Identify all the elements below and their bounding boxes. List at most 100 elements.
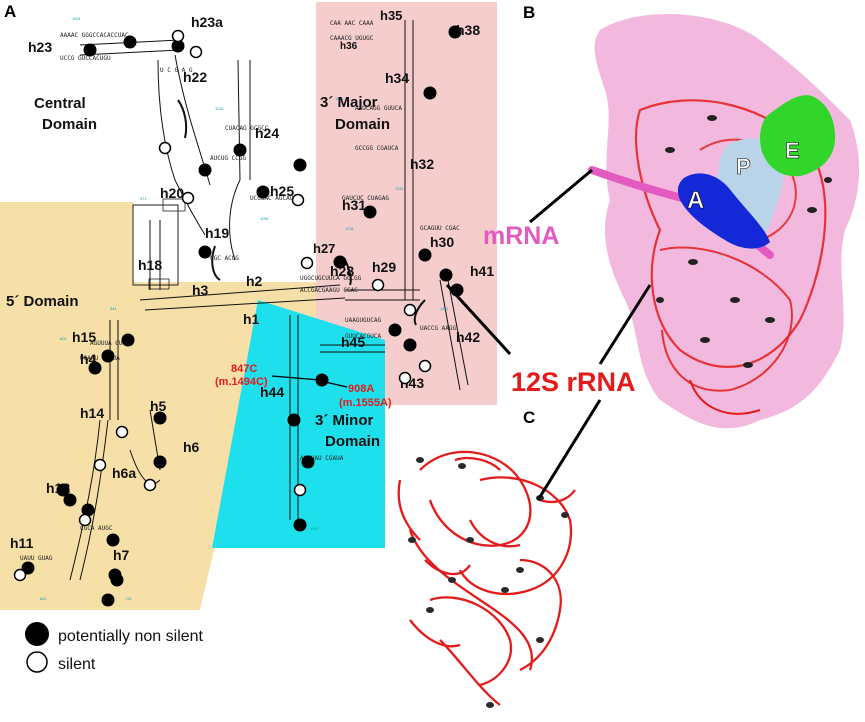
- variant-silent-14: [13, 568, 27, 582]
- rrna-connector-ribosome: [598, 284, 652, 365]
- variant-silent-5: [300, 256, 314, 270]
- helix-label-h42: h42: [456, 329, 480, 345]
- mutation-908-position: 908A: [348, 383, 374, 395]
- variant-non-silent-10: [439, 268, 453, 282]
- ribosome-structure: [588, 13, 860, 429]
- variant-silent-2: [158, 141, 172, 155]
- variant-non-silent-16: [315, 373, 329, 387]
- legend-silent-text: silent: [58, 656, 96, 673]
- minor3-domain-label-2: Domain: [325, 433, 380, 450]
- helix-label-h5: h5: [150, 398, 167, 414]
- svg-text:601: 601: [60, 336, 67, 341]
- variant-silent-7: [403, 303, 417, 317]
- mutation-847-mito: (m.1494C): [215, 376, 268, 388]
- variant-non-silent-27: [106, 533, 120, 547]
- helix-label-h6a: h6a: [112, 465, 136, 481]
- svg-text:1231: 1231: [345, 226, 355, 231]
- helix-label-h18: h18: [138, 257, 162, 273]
- variant-non-silent-25: [56, 483, 70, 497]
- svg-text:AUCUG CCGG: AUCUG CCGG: [210, 155, 247, 162]
- domain5-label: 5´ Domain: [6, 293, 79, 310]
- helix-label-h32: h32: [410, 156, 434, 172]
- svg-text:1001: 1001: [72, 16, 82, 21]
- svg-text:661: 661: [40, 596, 47, 601]
- variant-non-silent-6: [293, 158, 307, 172]
- variant-non-silent-11: [418, 248, 432, 262]
- h20-box: [162, 198, 186, 212]
- variant-non-silent-30: [110, 573, 124, 587]
- helix-label-h2: h2: [246, 273, 263, 289]
- panel-label-a: A: [4, 2, 16, 21]
- variant-silent-3: [181, 191, 195, 205]
- helix-label-h27: h27: [313, 241, 335, 256]
- mutation-908-pointer: [324, 381, 348, 388]
- variant-silent-4: [291, 193, 305, 207]
- variant-non-silent-22: [88, 361, 102, 375]
- svg-text:471: 471: [140, 196, 147, 201]
- variant-silent-8: [418, 359, 432, 373]
- svg-text:GAUCUC CUAGAG: GAUCUC CUAGAG: [342, 195, 389, 202]
- variant-non-silent-14: [388, 323, 402, 337]
- variant-non-silent-13: [403, 338, 417, 352]
- svg-text:AGCUAU CGAUA: AGCUAU CGAUA: [300, 455, 344, 462]
- variant-silent-12: [115, 425, 129, 439]
- helix-label-h19: h19: [205, 225, 229, 241]
- helix-label-h3: h3: [192, 282, 209, 298]
- helix-label-h36: h36: [340, 41, 358, 52]
- variant-non-silent-8: [423, 86, 437, 100]
- site-e-shape: [760, 95, 836, 177]
- helix-label-h11: h11: [10, 535, 34, 551]
- central-domain-label-1: Central: [34, 95, 86, 112]
- variant-non-silent-32: [198, 245, 212, 259]
- variant-silent-6: [371, 278, 385, 292]
- svg-text:AAUCAGG GUUCA: AAUCAGG GUUCA: [355, 105, 402, 112]
- legend-filled-circle-icon: [25, 622, 49, 646]
- helix-label-h20: h20: [160, 185, 184, 201]
- svg-text:1161: 1161: [335, 96, 344, 101]
- svg-text:1311: 1311: [440, 306, 449, 311]
- helix-label-h15: h15: [72, 329, 96, 345]
- helix-label-h41: h41: [470, 263, 494, 279]
- svg-text:UCAAU CAGUA: UCAAU CAGUA: [80, 355, 120, 362]
- legend-non-silent-text: potentially non silent: [58, 628, 204, 645]
- svg-text:CAAACG UGUGC: CAAACG UGUGC: [330, 35, 374, 42]
- svg-text:731: 731: [125, 596, 132, 601]
- site-p-label: P: [736, 154, 751, 179]
- variant-silent-9: [398, 371, 412, 385]
- rrna-connector-structure: [536, 399, 602, 501]
- helix-label-h23: h23: [28, 39, 52, 55]
- svg-text:CUACAG GCGCC: CUACAG GCGCC: [225, 125, 269, 132]
- svg-text:GUUCACGUCA: GUUCACGUCA: [345, 333, 382, 340]
- variant-non-silent-9: [448, 25, 462, 39]
- svg-text:1051: 1051: [260, 216, 270, 221]
- central-domain-label-2: Domain: [42, 116, 97, 133]
- helix-label-h14: h14: [80, 405, 104, 421]
- helix-label-h45: h45: [341, 334, 365, 350]
- panel-label-c: C: [523, 408, 535, 427]
- helix-label-h22: h22: [183, 69, 207, 85]
- svg-text:UAAGUGUCAG: UAAGUGUCAG: [345, 317, 382, 324]
- svg-text:CGC ACGG: CGC ACGG: [210, 255, 239, 262]
- helix-label-h23a: h23a: [191, 14, 223, 30]
- variant-silent-11: [93, 458, 107, 472]
- variant-non-silent-23: [153, 411, 167, 425]
- svg-text:U C G A G: U C G A G: [160, 67, 193, 74]
- helix-label-h30: h30: [430, 234, 454, 250]
- variant-non-silent-1: [171, 39, 185, 53]
- variant-non-silent-31: [153, 455, 167, 469]
- svg-text:ACCGACGAAGU CGAC: ACCGACGAAGU CGAC: [300, 287, 358, 294]
- minor3-domain-label-1: 3´ Minor: [315, 412, 373, 429]
- helix-label-h38: h38: [456, 22, 480, 38]
- svg-text:1041: 1041: [215, 106, 225, 111]
- mrna-label: mRNA: [483, 222, 559, 250]
- variant-non-silent-7: [363, 205, 377, 219]
- helix-label-h6: h6: [183, 439, 200, 455]
- svg-text:GCCGG CGAUCA: GCCGG CGAUCA: [355, 145, 399, 152]
- variant-non-silent-20: [101, 349, 115, 363]
- variant-silent-15: [143, 478, 157, 492]
- helix-label-h7: h7: [113, 547, 130, 563]
- site-a-label: A: [687, 187, 704, 214]
- variant-non-silent-21: [121, 333, 135, 347]
